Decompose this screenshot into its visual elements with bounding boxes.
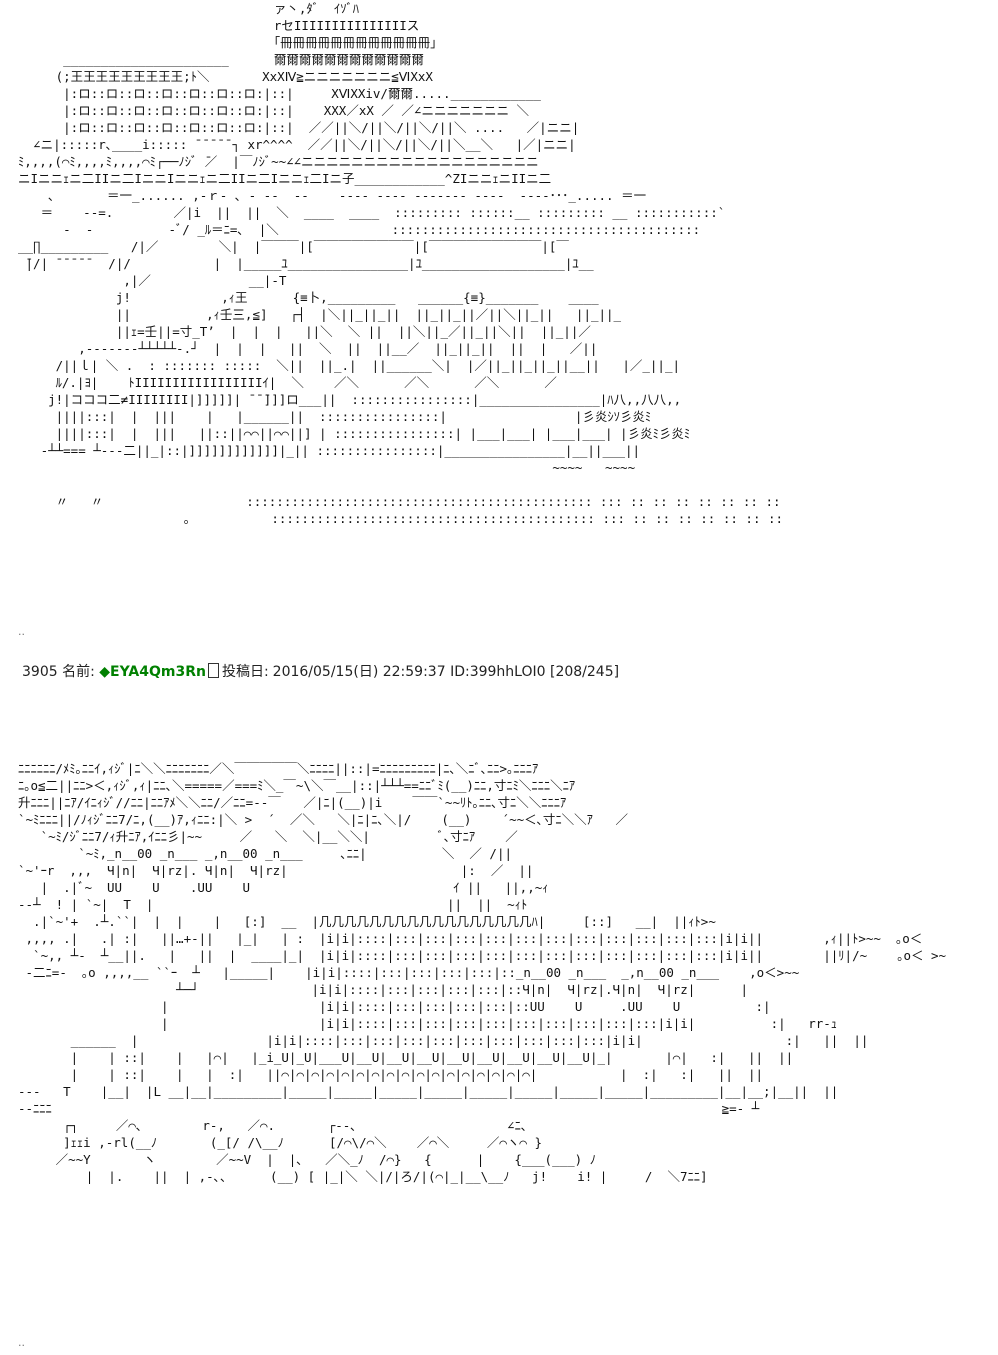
post-number: 3905 [22,664,58,680]
date-label: 投稿日: [221,664,269,680]
post-count: [208/245] [549,664,620,680]
post-header: 3905 名前: ◆EYA4Qm3Rn 投稿日:2016/05/15(日) 22:… [22,662,619,682]
ascii-art-top: ァ丶,ﾀﾞ ｲｿﾞﾊ rセIIIIIIIIIIIIIIIス ｢冊冊冊冊冊冊冊冊冊… [18,1,784,526]
name-label: 名前: [62,664,95,680]
trip-box-icon [207,663,219,678]
separator-dots: .. [18,1336,25,1349]
separator-dots: .. [18,625,25,638]
poster-name-trip[interactable]: ◆EYA4Qm3Rn [99,664,206,680]
post-date: 2016/05/15(日) 22:59:37 [272,664,446,680]
post-id[interactable]: ID:399hhLOI0 [450,664,546,680]
ascii-art-bottom: ﾆﾆﾆﾆﾆﾆ/ﾒﾐ｡ﾆﾆｲ,ｨｼﾞ|ﾆ＼＼ﾆﾆﾆﾆﾆﾆﾆ／＼￣￣￣￣￣＼ﾆﾆﾆﾆ… [18,761,947,1184]
